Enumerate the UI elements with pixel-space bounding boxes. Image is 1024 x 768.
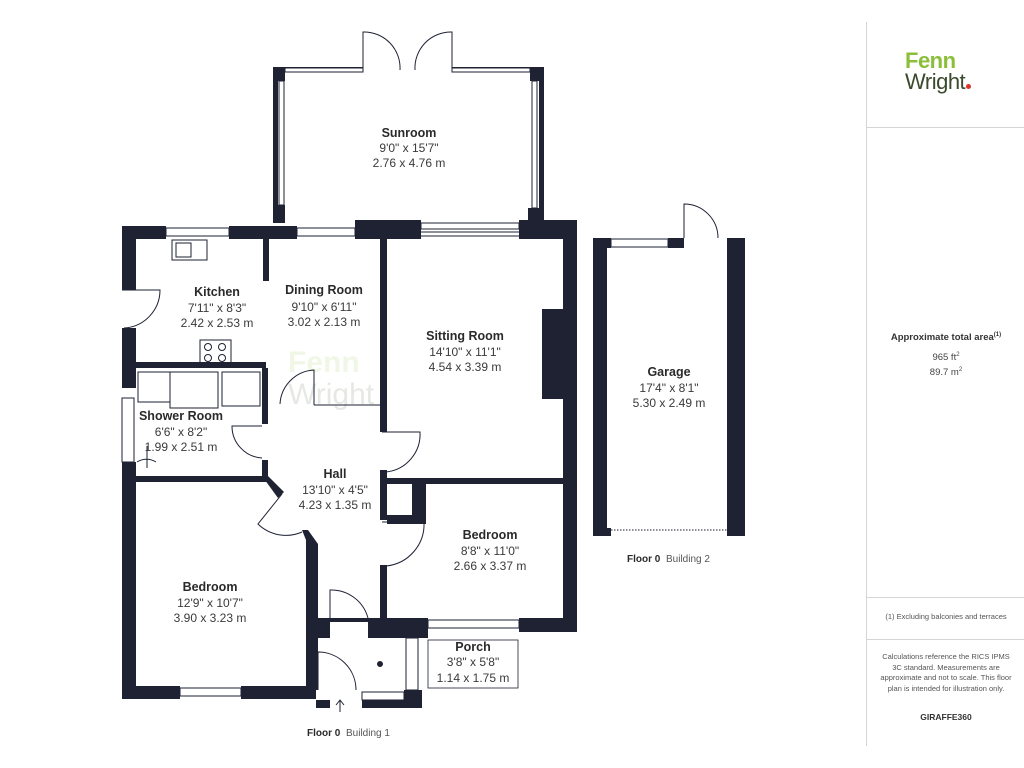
area-m: 89.7 m	[929, 367, 959, 379]
windows-and-doors	[121, 31, 727, 712]
room-name: Bedroom	[183, 580, 238, 594]
room-name: Kitchen	[194, 285, 240, 299]
room-label-bedroom-2: Bedroom 8'8" x 11'0" 2.66 x 3.37 m	[454, 528, 527, 573]
room-dim-metric: 5.30 x 2.49 m	[633, 396, 706, 410]
floor-label: Floor 0	[307, 728, 341, 739]
room-dim-metric: 2.66 x 3.37 m	[454, 559, 527, 573]
room-dim-metric: 1.14 x 1.75 m	[437, 671, 510, 685]
room-label-sunroom: Sunroom 9'0" x 15'7" 2.76 x 4.76 m	[373, 126, 446, 170]
room-dim-metric: 2.76 x 4.76 m	[373, 156, 446, 170]
caption-building-2: Floor 0 Building 2	[627, 554, 710, 565]
room-dim-metric: 3.90 x 3.23 m	[174, 611, 247, 625]
room-name: Dining Room	[285, 283, 363, 297]
caption-building-1: Floor 0 Building 1	[307, 728, 390, 739]
floor-label: Floor 0	[627, 554, 661, 565]
divider	[867, 127, 1024, 128]
area-ft-unit: 2	[956, 352, 960, 359]
room-dim-metric: 4.23 x 1.35 m	[299, 498, 372, 512]
building-label: Building 1	[346, 728, 390, 739]
area-title-row: Approximate total area(1)	[867, 332, 1024, 343]
room-dim-metric: 3.02 x 2.13 m	[288, 315, 361, 329]
area-title-note: (1)	[993, 332, 1002, 338]
room-label-porch: Porch 3'8" x 5'8" 1.14 x 1.75 m	[427, 639, 519, 689]
room-label-dining-room: Dining Room 9'10" x 6'11" 3.02 x 2.13 m	[285, 283, 363, 329]
room-name: Porch	[455, 640, 490, 654]
fenn-wright-logo: Fenn Wright	[905, 48, 972, 94]
area-footnote: (1) Excluding balconies and terraces	[885, 612, 1007, 621]
room-dim-metric: 1.99 x 2.51 m	[145, 440, 218, 454]
room-name: Sitting Room	[426, 329, 504, 343]
giraffe360-brand: GIRAFFE360	[920, 712, 972, 722]
room-dim-imperial: 8'8" x 11'0"	[461, 544, 519, 558]
room-name: Shower Room	[139, 409, 223, 423]
divider	[867, 597, 1024, 598]
room-dim-imperial: 14'10" x 11'1"	[429, 345, 501, 359]
logo-line1: Fenn	[905, 48, 956, 73]
area-values: 965 ft2 89.7 m2	[867, 349, 1024, 379]
room-label-bedroom-1: Bedroom 12'9" x 10'7" 3.90 x 3.23 m	[174, 580, 247, 625]
room-dim-metric: 2.42 x 2.53 m	[181, 316, 254, 330]
logo-line2-text: Wright	[905, 69, 966, 94]
area-title: Approximate total area	[890, 332, 994, 344]
room-label-sitting-room: Sitting Room 14'10" x 11'1" 4.54 x 3.39 …	[426, 329, 504, 374]
room-label-garage: Garage 17'4" x 8'1" 5.30 x 2.49 m	[633, 365, 706, 410]
room-dim-imperial: 3'8" x 5'8"	[447, 655, 499, 669]
room-label-kitchen: Kitchen 7'11" x 8'3" 2.42 x 2.53 m	[181, 285, 254, 330]
floor-plan: Fenn Wright	[121, 31, 745, 739]
room-dim-imperial: 9'0" x 15'7"	[379, 141, 438, 155]
total-area: Approximate total area(1) 965 ft2 89.7 m…	[867, 332, 1024, 379]
room-name: Garage	[647, 365, 690, 379]
area-ft: 965 ft	[932, 352, 957, 364]
watermark-logo: Fenn Wright	[288, 346, 375, 411]
room-dim-imperial: 7'11" x 8'3"	[188, 301, 246, 315]
room-dim-imperial: 12'9" x 10'7"	[177, 596, 243, 610]
disclaimer: Calculations reference the RICS IPMS 3C …	[880, 652, 1012, 693]
room-label-hall: Hall 13'10" x 4'5" 4.23 x 1.35 m	[299, 467, 372, 512]
divider	[867, 639, 1024, 640]
room-dim-imperial: 17'4" x 8'1"	[639, 381, 698, 395]
room-dim-imperial: 13'10" x 4'5"	[302, 483, 368, 497]
room-dim-imperial: 6'6" x 8'2"	[155, 425, 207, 439]
porch-light-point	[377, 661, 383, 667]
logo-dot-icon	[966, 84, 972, 89]
porch-label-box	[427, 639, 519, 689]
info-sidebar: Fenn Wright Approximate total area(1) 96…	[866, 22, 1024, 746]
room-name: Sunroom	[382, 126, 437, 140]
logo-line2: Wright	[905, 69, 972, 94]
walls	[122, 67, 745, 708]
room-dim-imperial: 9'10" x 6'11"	[292, 300, 357, 314]
room-label-shower-room: Shower Room 6'6" x 8'2" 1.99 x 2.51 m	[139, 409, 223, 454]
area-m-unit: 2	[958, 367, 963, 374]
room-name: Hall	[324, 467, 347, 481]
room-name: Bedroom	[463, 528, 518, 542]
watermark-line2: Wright	[288, 378, 375, 411]
building-label: Building 2	[666, 554, 710, 565]
room-dim-metric: 4.54 x 3.39 m	[429, 360, 502, 374]
